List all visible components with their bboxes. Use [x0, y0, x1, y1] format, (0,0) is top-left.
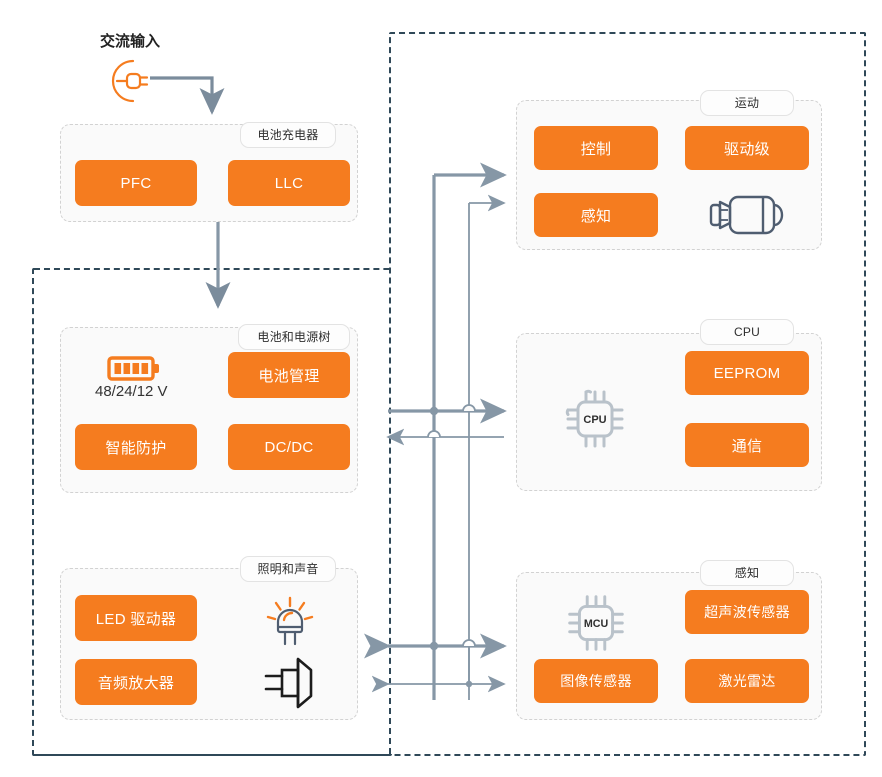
motor-icon	[706, 189, 788, 241]
speaker-icon	[256, 655, 328, 711]
block-llc[interactable]: LLC	[228, 160, 350, 206]
block-smart-protection[interactable]: 智能防护	[75, 424, 197, 470]
block-motion-sensing[interactable]: 感知	[534, 193, 658, 237]
block-ultrasonic-sensor[interactable]: 超声波传感器	[685, 590, 809, 634]
ac-plug-icon	[103, 55, 159, 107]
block-communication[interactable]: 通信	[685, 423, 809, 467]
cpu-chip-icon: CPU	[556, 380, 634, 458]
cpu-chip-label: CPU	[583, 414, 606, 426]
block-eeprom[interactable]: EEPROM	[685, 351, 809, 395]
panel-label-lighting-sound: 照明和声音	[240, 556, 336, 582]
block-battery-management[interactable]: 电池管理	[228, 352, 350, 398]
block-led-driver[interactable]: LED 驱动器	[75, 595, 197, 641]
panel-label-cpu: CPU	[700, 319, 794, 345]
battery-icon	[105, 352, 167, 384]
mcu-chip-icon: MCU	[558, 585, 634, 661]
block-pfc[interactable]: PFC	[75, 160, 197, 206]
block-audio-amplifier[interactable]: 音频放大器	[75, 659, 197, 705]
block-control[interactable]: 控制	[534, 126, 658, 170]
outer-boundary-bottom	[32, 744, 866, 756]
panel-label-motion: 运动	[700, 90, 794, 116]
panel-label-battery-power-tree: 电池和电源树	[238, 324, 350, 350]
panel-label-battery-charger: 电池充电器	[240, 122, 336, 148]
block-image-sensor[interactable]: 图像传感器	[534, 659, 658, 703]
ac-input-label: 交流输入	[100, 33, 161, 50]
battery-voltage-caption: 48/24/12 V	[95, 383, 168, 400]
mcu-chip-label: MCU	[584, 618, 609, 630]
block-dcdc[interactable]: DC/DC	[228, 424, 350, 470]
block-drive-stage[interactable]: 驱动级	[685, 126, 809, 170]
panel-label-perception: 感知	[700, 560, 794, 586]
led-lamp-icon	[258, 588, 322, 648]
block-lidar[interactable]: 激光雷达	[685, 659, 809, 703]
